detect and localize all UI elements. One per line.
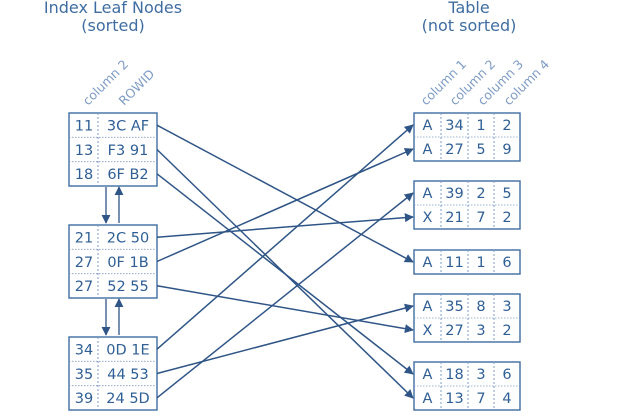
table-cell: 5 [502, 186, 511, 202]
table-cell: 9 [502, 142, 511, 158]
table-cell: 13 [445, 391, 463, 407]
table-cell: 7 [476, 391, 485, 407]
table-cell: A [423, 142, 433, 158]
rowid-pointer-arrows [156, 124, 414, 399]
table-cell: X [423, 210, 433, 226]
rowid-pointer-arrow [156, 148, 414, 263]
index-node-2: 21 2C 50 27 0F 1B 27 52 55 [68, 224, 158, 299]
index-node-1: 11 3C AF 13 F3 91 18 6F B2 [68, 112, 158, 187]
table-cell: 21 [445, 210, 463, 226]
table-cell: 27 [445, 142, 463, 158]
table-cell: 3 [476, 323, 485, 339]
table-cell: 1 [476, 118, 485, 134]
table-cell: A [423, 299, 433, 315]
index-rowid: 0D 1E [106, 343, 149, 359]
table-cell: 18 [445, 367, 463, 383]
table-cell: 39 [445, 186, 463, 202]
table-cell: 2 [502, 323, 511, 339]
table-block-3: A 11 1 6 [413, 249, 521, 275]
table-block-5: A 18 3 6 A 13 7 4 [413, 361, 521, 411]
index-rowid: 24 5D [106, 391, 149, 407]
table-cell: A [423, 118, 433, 134]
table-cell: A [423, 186, 433, 202]
index-key: 34 [75, 343, 93, 359]
index-rowid: 52 55 [107, 279, 149, 295]
rowid-pointer-arrow [156, 213, 414, 238]
table-cell: 27 [445, 323, 463, 339]
table-cell: 6 [502, 255, 511, 271]
table-block-1: A 34 1 2 A 27 5 9 [413, 112, 521, 162]
table-cell: 11 [445, 255, 463, 271]
rowid-pointer-arrow [156, 124, 414, 263]
table-block-4: A 35 8 3 X 27 3 2 [413, 293, 521, 343]
table-cell: A [423, 255, 433, 271]
index-rowid: F3 91 [108, 143, 149, 159]
index-key: 13 [75, 143, 93, 159]
table-cell: 8 [476, 299, 485, 315]
index-rowid: 6F B2 [107, 167, 148, 183]
table-cell: 1 [476, 255, 485, 271]
table-cell: A [423, 391, 433, 407]
index-key: 35 [75, 367, 93, 383]
rowid-pointer-arrow [156, 192, 414, 399]
table-block-2: A 39 2 5 X 21 7 2 [413, 180, 521, 230]
table-cell: 35 [445, 299, 463, 315]
index-key: 11 [75, 119, 93, 135]
index-rowid: 0F 1B [107, 255, 148, 271]
index-rowid: 44 53 [107, 367, 149, 383]
index-rowid: 3C AF [107, 119, 149, 135]
index-key: 18 [75, 167, 93, 183]
table-cell: 3 [476, 367, 485, 383]
index-rowid: 2C 50 [107, 231, 149, 247]
table-cell: 6 [502, 367, 511, 383]
index-key: 27 [75, 279, 93, 295]
rowid-pointer-arrow [156, 285, 414, 334]
table-cell: 7 [476, 210, 485, 226]
table-cell: 2 [476, 186, 485, 202]
table-cell: 2 [502, 118, 511, 134]
index-node-3: 34 0D 1E 35 44 53 39 24 5D [68, 336, 158, 411]
table-cell: 5 [476, 142, 485, 158]
table-cell: A [423, 367, 433, 383]
rowid-pointer-arrow [156, 124, 414, 350]
table-cell: 3 [502, 299, 511, 315]
index-key: 21 [75, 231, 93, 247]
index-subtitle: (sorted) [81, 16, 144, 35]
table-subtitle: (not sorted) [422, 16, 517, 35]
rowid-pointer-arrow [156, 303, 414, 375]
index-key: 27 [75, 255, 93, 271]
table-title: Table [447, 0, 489, 17]
table-cell: 2 [502, 210, 511, 226]
rowid-pointer-arrow [156, 173, 414, 375]
table-cell: X [423, 323, 433, 339]
table-cell: 34 [445, 118, 463, 134]
index-title: Index Leaf Nodes [44, 0, 182, 17]
index-key: 39 [75, 391, 93, 407]
table-cell: 4 [502, 391, 511, 407]
